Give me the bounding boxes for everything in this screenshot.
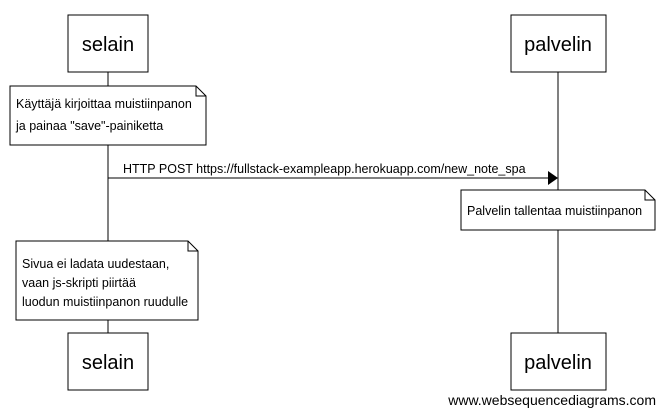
participant-selain-bottom-label: selain bbox=[82, 352, 134, 374]
note-before-post-line-2: ja painaa "save"-painiketta bbox=[15, 119, 163, 133]
note-no-reload-line-1: Sivua ei ladata uudestaan, bbox=[22, 257, 169, 271]
participant-selain-top: selain bbox=[67, 14, 149, 73]
participant-palvelin-bottom-label: palvelin bbox=[524, 352, 592, 374]
arrowhead-icon bbox=[548, 171, 558, 185]
participant-palvelin-top-label: palvelin bbox=[524, 34, 592, 56]
note-no-reload: Sivua ei ladata uudestaan, vaan js-skrip… bbox=[15, 240, 199, 321]
watermark: www.websequencediagrams.com bbox=[448, 392, 656, 408]
participant-selain-top-label: selain bbox=[82, 34, 134, 56]
note-server-saves-line-1: Palvelin tallentaa muistiinpanon bbox=[467, 204, 642, 218]
message-http-post-label: HTTP POST https://fullstack-exampleapp.h… bbox=[123, 162, 526, 176]
participant-selain-bottom: selain bbox=[67, 332, 149, 391]
note-before-post: Käyttäjä kirjoittaa muistiinpanon ja pai… bbox=[9, 85, 207, 146]
note-server-saves: Palvelin tallentaa muistiinpanon bbox=[460, 189, 656, 231]
participant-palvelin-top: palvelin bbox=[510, 14, 607, 73]
message-http-post: HTTP POST https://fullstack-exampleapp.h… bbox=[108, 162, 558, 185]
note-no-reload-line-2: vaan js-skripti piirtää bbox=[22, 276, 136, 290]
participant-palvelin-bottom: palvelin bbox=[510, 332, 607, 391]
note-no-reload-line-3: luodun muistiinpanon ruudulle bbox=[22, 295, 188, 309]
note-before-post-line-1: Käyttäjä kirjoittaa muistiinpanon bbox=[16, 97, 192, 111]
